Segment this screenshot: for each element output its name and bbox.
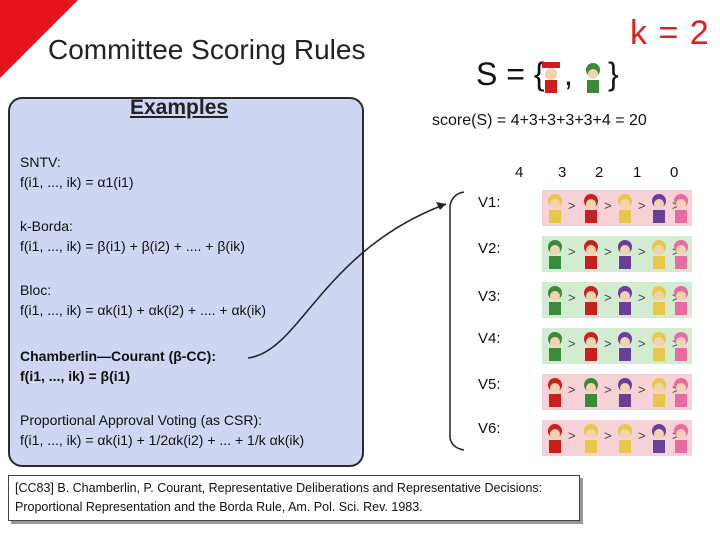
candidate-redhat-icon — [548, 424, 562, 453]
candidate-girl-icon — [674, 378, 688, 407]
candidate-green-icon — [548, 240, 562, 269]
candidate-redhat-icon — [584, 240, 598, 269]
slide-title: Committee Scoring Rules — [48, 34, 366, 65]
committee-size-label: k = 2 — [630, 14, 710, 52]
candidate-blond-icon — [652, 378, 666, 407]
preference-separator: > — [568, 382, 576, 397]
preference-separator: > — [568, 290, 576, 305]
candidate-girl-icon — [674, 240, 688, 269]
candidate-redhat-icon — [584, 194, 598, 223]
set-open: S = { — [476, 56, 545, 92]
candidate-girl-icon — [674, 424, 688, 453]
candidate-blond-icon — [618, 194, 632, 223]
voter-row: >>>> — [542, 236, 692, 272]
candidate-green-icon — [584, 378, 598, 407]
preference-separator: > — [638, 244, 646, 259]
rule-formula: f(i1, ..., ik) = α1(i1) — [20, 174, 134, 190]
preference-separator: > — [568, 336, 576, 351]
rule-formula: f(i1, ..., ik) = β(i1) + β(i2) + .... + … — [20, 238, 245, 254]
connector-arrow — [247, 203, 447, 359]
preference-separator: > — [638, 428, 646, 443]
candidate-green-icon — [548, 286, 562, 315]
preference-separator: > — [604, 336, 612, 351]
rule-name: Bloc: — [20, 282, 52, 298]
voter-label-v4: V4: — [478, 330, 501, 347]
preference-separator: > — [604, 290, 612, 305]
rule-name: Chamberlin—Courant (β-CC): — [20, 348, 216, 364]
candidate-purple-icon — [618, 286, 632, 315]
preference-separator: > — [638, 198, 646, 213]
candidate-purple-icon — [618, 240, 632, 269]
set-close: } — [608, 56, 619, 92]
voter-label-v3: V3: — [478, 288, 501, 305]
rule-name: Proportional Approval Voting (as CSR): — [20, 412, 263, 428]
voter-row: >>>> — [542, 282, 692, 318]
voter-label-v2: V2: — [478, 240, 501, 257]
rule-name: SNTV: — [20, 154, 61, 170]
rule-formula: f(i1, ..., ik) = β(i1) — [20, 368, 131, 384]
set-member-green-icon — [586, 63, 600, 93]
voter-row: >>>> — [542, 190, 692, 226]
preference-separator: > — [604, 198, 612, 213]
score-header-3: 3 — [558, 164, 567, 181]
rule-sntv: SNTV: f(i1, ..., ik) = α1(i1) — [20, 152, 134, 192]
voter-label-v6: V6: — [478, 420, 501, 437]
reference-box: [CC83] B. Chamberlin, P. Courant, Repres… — [8, 475, 580, 521]
preference-separator: > — [604, 428, 612, 443]
candidate-blond-icon — [548, 194, 562, 223]
voter-row: >>>> — [542, 374, 692, 410]
candidate-purple-icon — [618, 378, 632, 407]
candidate-blond-icon — [652, 240, 666, 269]
voter-row: >>>> — [542, 328, 692, 364]
preference-separator: > — [604, 382, 612, 397]
voter-row: >>>> — [542, 420, 692, 456]
candidate-blond-icon — [652, 286, 666, 315]
candidate-purple-icon — [652, 194, 666, 223]
rule-formula: f(i1, ..., ik) = αk(i1) + 1/2αk(i2) + ..… — [20, 432, 305, 448]
rule-chamberlin-courant: Chamberlin—Courant (β-CC): f(i1, ..., ik… — [20, 346, 216, 386]
preference-separator: > — [568, 244, 576, 259]
candidate-redhat-icon — [584, 332, 598, 361]
rule-name: k-Borda: — [20, 218, 73, 234]
candidate-blond-icon — [652, 332, 666, 361]
voter-brace — [449, 191, 465, 451]
score-header-1: 1 — [633, 164, 642, 181]
candidate-girl-icon — [674, 332, 688, 361]
score-header-4: 4 — [515, 164, 524, 181]
score-header-0: 0 — [670, 164, 679, 181]
preference-separator: > — [568, 428, 576, 443]
candidate-purple-icon — [652, 424, 666, 453]
preference-separator: > — [638, 336, 646, 351]
preference-separator: > — [638, 382, 646, 397]
candidate-blond-icon — [584, 424, 598, 453]
set-member-redhat-icon — [542, 62, 560, 93]
candidate-girl-icon — [674, 194, 688, 223]
set-separator: , — [564, 56, 573, 92]
arrowhead — [436, 202, 446, 210]
rule-bloc: Bloc: f(i1, ..., ik) = αk(i1) + αk(i2) +… — [20, 280, 266, 320]
rule-k-borda: k-Borda: f(i1, ..., ik) = β(i1) + β(i2) … — [20, 216, 245, 256]
preference-separator: > — [568, 198, 576, 213]
candidate-blond-icon — [618, 424, 632, 453]
voter-label-v1: V1: — [478, 194, 501, 211]
preference-separator: > — [604, 244, 612, 259]
candidate-redhat-icon — [584, 286, 598, 315]
corner-accent — [0, 0, 78, 78]
examples-heading: Examples — [130, 96, 229, 119]
candidate-girl-icon — [674, 286, 688, 315]
examples-panel — [8, 97, 364, 467]
voter-label-v5: V5: — [478, 376, 501, 393]
candidate-purple-icon — [618, 332, 632, 361]
candidate-green-icon — [548, 332, 562, 361]
score-header-2: 2 — [595, 164, 604, 181]
score-formula: score(S) = 4+3+3+3+3+4 = 20 — [432, 112, 647, 129]
rule-formula: f(i1, ..., ik) = αk(i1) + αk(i2) + .... … — [20, 302, 266, 318]
rule-pav: Proportional Approval Voting (as CSR): f… — [20, 410, 304, 450]
preference-separator: > — [638, 290, 646, 305]
candidate-redhat-icon — [548, 378, 562, 407]
